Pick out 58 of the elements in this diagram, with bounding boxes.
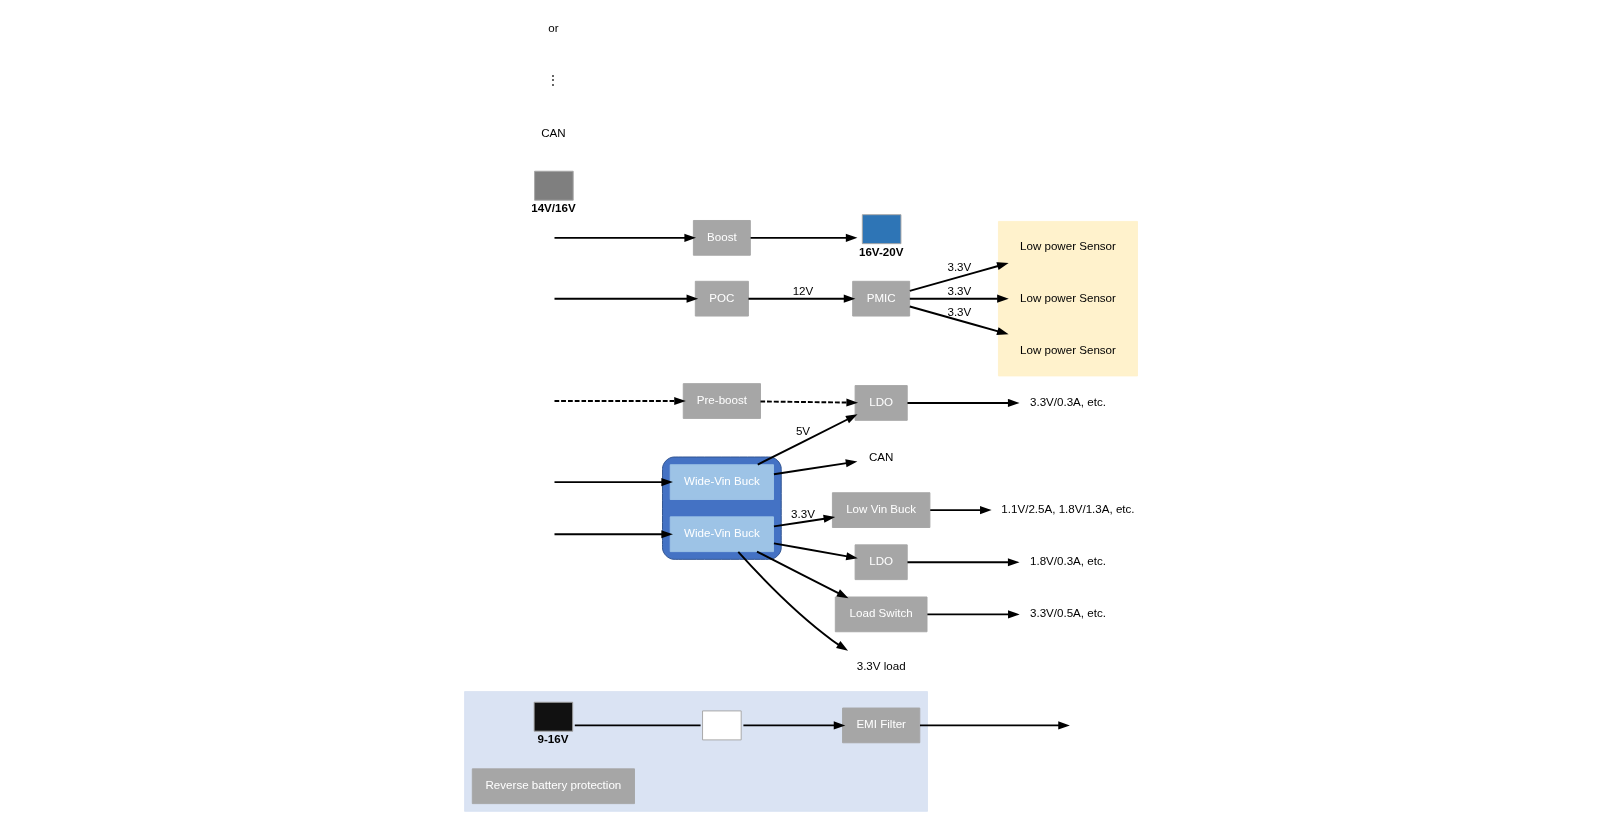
node-box: Pre-boost <box>682 383 761 419</box>
node-box: EMI Filter <box>841 707 920 744</box>
arrow <box>772 542 858 561</box>
arrow <box>749 233 857 242</box>
arrow <box>759 398 858 407</box>
node-text: 3.3V/0.5A, etc. <box>1029 607 1106 620</box>
label: ⋮ <box>546 74 559 87</box>
edge-label: 3.3V <box>790 508 815 521</box>
node-text: Low power Sensor <box>1019 239 1116 252</box>
node-text: Low power Sensor <box>1019 343 1116 356</box>
connector <box>573 724 702 727</box>
arrow <box>553 233 696 242</box>
node-text: CAN <box>868 450 893 463</box>
cluster <box>463 691 928 812</box>
edge-label: 12V <box>792 285 813 298</box>
node-label: 9-16V <box>536 733 568 746</box>
node-box: Reverse battery protection <box>471 768 635 805</box>
edge-label: 3.3V <box>946 261 971 274</box>
node-box: LDO <box>854 385 908 421</box>
node-text: 3.3V load <box>856 659 906 672</box>
arrow <box>553 530 673 539</box>
node-box: Low Vin Buck <box>831 492 930 528</box>
label: or <box>547 22 559 35</box>
node-box: POC <box>694 280 749 317</box>
node-box: Wide-Vin Buck <box>669 516 774 553</box>
arrow <box>928 506 992 515</box>
node-text: Low power Sensor <box>1019 291 1116 304</box>
label: CAN <box>540 126 566 139</box>
node-label: 14V/16V <box>530 202 576 215</box>
arrow <box>918 721 1070 730</box>
arrow <box>755 550 848 599</box>
node-box: Load Switch <box>834 596 927 633</box>
edge-label: 3.3V <box>946 285 971 298</box>
arrow <box>747 294 855 303</box>
arrow <box>906 398 1020 407</box>
arrow <box>756 414 858 466</box>
edge-label: 5V <box>795 425 810 438</box>
node-text: 1.1V/2.5A, 1.8V/1.3A, etc. <box>1000 503 1135 516</box>
node-box: PMIC <box>851 280 910 317</box>
arrow <box>553 478 673 487</box>
arrow <box>908 294 1009 303</box>
node-box: Boost <box>692 220 751 256</box>
node-box: Wide-Vin Buck <box>669 464 774 500</box>
arrow <box>772 514 835 528</box>
arrow <box>772 459 857 476</box>
arrow <box>908 262 1009 292</box>
edge-label: 3.3V <box>946 305 971 318</box>
arrow <box>553 396 686 406</box>
arrow <box>741 721 845 730</box>
node-text: 3.3V/0.3A, etc. <box>1029 395 1106 408</box>
node-label: 16V-20V <box>858 245 903 258</box>
arrow <box>908 305 1009 336</box>
node-text: 1.8V/0.3A, etc. <box>1029 555 1106 568</box>
arrow <box>906 558 1019 567</box>
arrow <box>925 610 1020 619</box>
node-box: LDO <box>854 544 908 581</box>
arrow <box>736 550 848 651</box>
arrow <box>553 294 698 303</box>
